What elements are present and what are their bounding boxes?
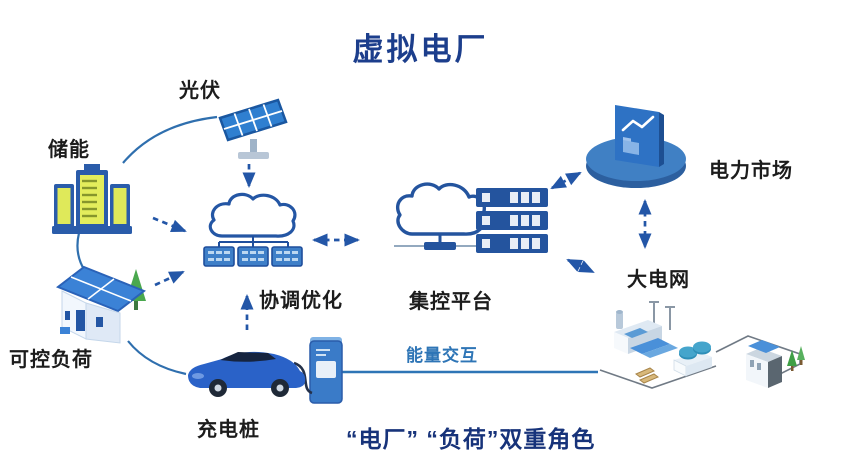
battery-base [52,226,132,234]
battery-cap [84,164,100,172]
platform-label: 集控平台 [409,291,493,313]
house-vent [60,327,70,334]
battery-left-cell [57,188,71,224]
cloud-servers-icon [203,192,303,267]
solar-label: 光伏 [179,80,221,102]
tree-trunk [134,301,138,310]
page-title: 虚拟电厂 [352,32,489,67]
control-building [746,340,805,388]
solar-panel-grid [223,104,283,136]
market-board-edge [659,112,664,167]
battery-storage-icon [52,164,132,234]
grid-label: 大电网 [627,269,690,291]
server-rack [476,188,548,253]
platform-grid-arrow [566,258,595,274]
house-window-2 [96,317,103,327]
market-dashboard-icon [586,105,686,188]
load-charger-link [127,340,187,376]
energy-exchange-label: 能量交互 [406,346,478,365]
solar-panel-icon [218,98,288,159]
battery-stripes [82,179,97,218]
market-label: 电力市场 [709,160,793,182]
house-window-1 [65,311,70,320]
platform-cloud [395,182,487,236]
house-door [76,310,85,331]
optimize-server-boxes [203,246,303,267]
car-hub-rear [276,384,284,392]
car-hub-front [214,384,222,392]
house-roof-grid [70,276,132,302]
substation-scene-icon [599,301,805,389]
battery-right-cell [113,188,127,224]
gis-switchgear [673,341,712,377]
car-body [188,351,306,388]
transformer-unit [614,301,678,358]
market-board [615,105,659,167]
car-headlight [192,373,204,379]
load-to-optimize-arrow [154,270,185,287]
storage-to-optimize-arrow [152,216,187,233]
platform-market-arrow [550,171,582,190]
storage-label: 储能 [48,139,90,161]
disconnect-switch [635,367,659,384]
car-windshield [220,352,276,362]
platform-stand [424,242,456,250]
pile-screen [316,361,336,378]
optimize-bracket [218,236,289,247]
folder-icon [623,140,639,155]
optimize-cloud [208,192,297,238]
charging-cable [293,361,313,395]
charger-label: 充电桩 [197,419,260,441]
solar-house-icon [55,265,147,344]
chart-line-icon [621,115,655,132]
optimize-label: 协调优化 [259,290,343,312]
caption: “电厂” “负荷”双重角色 [346,426,596,452]
cloud-server-rack-icon [394,182,548,253]
ev-car-charging-pile-icon [188,337,343,404]
load-label: 可控负荷 [9,349,93,371]
solar-panel-stand [250,139,257,154]
storage-solar-link [122,115,218,164]
solar-panel-base [238,152,269,159]
